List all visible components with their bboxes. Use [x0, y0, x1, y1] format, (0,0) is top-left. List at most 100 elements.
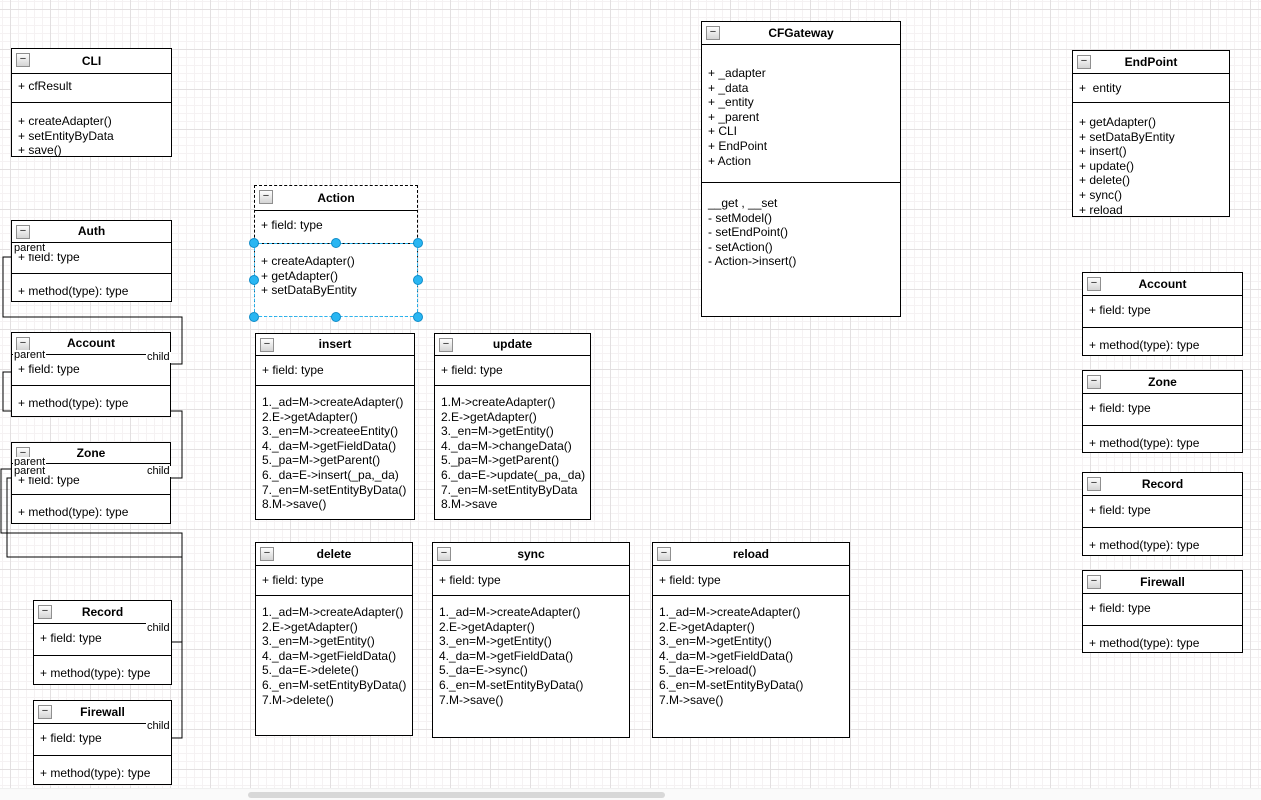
methods-compartment[interactable]: + createAdapter()+ setEntityByData+ save… [12, 103, 171, 156]
selection-handle[interactable] [331, 238, 341, 248]
class-title-bar-cfgateway[interactable]: −CFGateway [702, 22, 900, 45]
fields-compartment[interactable]: + field: type [12, 355, 170, 386]
collapse-icon[interactable]: − [16, 225, 30, 239]
fields-compartment[interactable]: + field: type [435, 356, 590, 386]
methods-compartment[interactable]: 1.M->createAdapter()2.E->getAdapter()3._… [435, 386, 590, 519]
fields-compartment[interactable]: + field: type [1083, 594, 1242, 626]
class-box-cli[interactable]: −CLI+ cfResult+ createAdapter()+ setEnti… [11, 48, 172, 157]
methods-compartment[interactable]: + method(type): type [34, 656, 171, 684]
class-box-zone-left[interactable]: −Zone+ field: type+ method(type): type [11, 442, 171, 524]
fields-compartment[interactable]: + field: type [12, 464, 170, 495]
methods-compartment[interactable]: + method(type): type [34, 756, 171, 784]
fields-compartment[interactable]: + field: type [34, 624, 171, 656]
methods-compartment[interactable]: 1._ad=M->createAdapter()2.E->getAdapter(… [653, 596, 849, 737]
collapse-icon[interactable]: − [657, 547, 671, 561]
class-title-bar-cli[interactable]: −CLI [12, 49, 171, 74]
class-title-bar-update[interactable]: −update [435, 334, 590, 356]
class-box-account-left[interactable]: −Account+ field: type+ method(type): typ… [11, 332, 171, 417]
class-box-auth[interactable]: −Auth+ field: type+ method(type): type [11, 220, 172, 302]
class-box-action[interactable]: −Action+ field: type+ createAdapter()+ g… [254, 185, 418, 317]
methods-compartment[interactable]: + method(type): type [12, 274, 171, 301]
collapse-icon[interactable]: − [16, 53, 30, 67]
class-box-firewall-right[interactable]: −Firewall+ field: type+ method(type): ty… [1082, 570, 1243, 653]
collapse-icon[interactable]: − [439, 338, 453, 352]
methods-compartment[interactable]: + method(type): type [1083, 528, 1242, 555]
selection-handle[interactable] [413, 312, 423, 322]
methods-compartment[interactable]: + method(type): type [12, 386, 170, 416]
collapse-icon[interactable]: − [1087, 575, 1101, 589]
methods-compartment[interactable]: __get , __set- setModel()- setEndPoint()… [702, 183, 900, 316]
class-title-bar-zone-left[interactable]: −Zone [12, 443, 170, 464]
selection-handle[interactable] [249, 312, 259, 322]
edge-label-parent[interactable]: parent [13, 456, 47, 468]
edge-zone-firewall[interactable] [6, 477, 183, 739]
edge-label-child[interactable]: child [146, 465, 171, 477]
collapse-icon[interactable]: − [437, 547, 451, 561]
class-title-bar-record-left[interactable]: −Record [34, 601, 171, 624]
class-box-record-left[interactable]: −Record+ field: type+ method(type): type [33, 600, 172, 685]
collapse-icon[interactable]: − [259, 190, 273, 204]
class-title-bar-firewall-left[interactable]: −Firewall [34, 701, 171, 724]
edge-label-parent[interactable]: parent [13, 465, 47, 477]
methods-compartment[interactable]: 1._ad=M->createAdapter()2.E->getAdapter(… [433, 596, 629, 737]
class-title-bar-sync[interactable]: −sync [433, 543, 629, 566]
fields-compartment[interactable]: + field: type [256, 566, 412, 596]
methods-compartment[interactable]: 1._ad=M->createAdapter()2.E->getAdapter(… [256, 596, 412, 735]
class-box-zone-right[interactable]: −Zone+ field: type+ method(type): type [1082, 370, 1243, 453]
collapse-icon[interactable]: − [1087, 477, 1101, 491]
selection-handle[interactable] [413, 238, 423, 248]
class-title-bar-record-right[interactable]: −Record [1083, 473, 1242, 496]
fields-compartment[interactable]: + field: type [653, 566, 849, 596]
class-box-account-right[interactable]: −Account+ field: type+ method(type): typ… [1082, 272, 1243, 356]
edge-label-child[interactable]: child [146, 720, 171, 732]
edge-label-parent[interactable]: parent [13, 349, 47, 361]
class-title-bar-auth[interactable]: −Auth [12, 221, 171, 243]
edge-zone-record[interactable] [0, 468, 183, 643]
collapse-icon[interactable]: − [38, 705, 52, 719]
edge-label-child[interactable]: child [146, 351, 171, 363]
class-box-firewall-left[interactable]: −Firewall+ field: type+ method(type): ty… [33, 700, 172, 785]
edge-auth-account[interactable] [2, 256, 183, 365]
methods-compartment[interactable]: 1._ad=M->createAdapter()2.E->getAdapter(… [256, 386, 414, 519]
selection-handle[interactable] [331, 312, 341, 322]
horizontal-scrollbar-thumb[interactable] [248, 792, 665, 798]
class-title-bar-action[interactable]: −Action [255, 186, 417, 211]
fields-compartment[interactable]: + field: type [256, 356, 414, 386]
class-title-bar-firewall-right[interactable]: −Firewall [1083, 571, 1242, 594]
fields-compartment[interactable]: + _adapter+ _data+ _entity+ _parent+ CLI… [702, 45, 900, 183]
class-title-bar-reload[interactable]: −reload [653, 543, 849, 566]
collapse-icon[interactable]: − [38, 605, 52, 619]
collapse-icon[interactable]: − [706, 26, 720, 40]
collapse-icon[interactable]: − [1087, 375, 1101, 389]
fields-compartment[interactable]: + field: type [1083, 296, 1242, 328]
fields-compartment[interactable]: + field: type [1083, 394, 1242, 426]
class-title-bar-endpoint[interactable]: −EndPoint [1073, 51, 1229, 74]
fields-compartment[interactable]: + cfResult [12, 74, 171, 103]
methods-compartment[interactable]: + method(type): type [1083, 328, 1242, 355]
selection-handle[interactable] [413, 275, 423, 285]
methods-compartment[interactable]: + createAdapter()+ getAdapter()+ setData… [255, 244, 417, 316]
selection-handle[interactable] [249, 275, 259, 285]
fields-compartment[interactable]: + field: type [1083, 496, 1242, 528]
edge-label-child[interactable]: child [146, 622, 171, 634]
methods-compartment[interactable]: + method(type): type [12, 495, 170, 523]
fields-compartment[interactable]: + field: type [433, 566, 629, 596]
class-box-record-right[interactable]: −Record+ field: type+ method(type): type [1082, 472, 1243, 556]
methods-compartment[interactable]: + method(type): type [1083, 426, 1242, 452]
collapse-icon[interactable]: − [1087, 277, 1101, 291]
fields-compartment[interactable]: + field: type [34, 724, 171, 756]
collapse-icon[interactable]: − [260, 547, 274, 561]
horizontal-scrollbar[interactable] [0, 788, 1261, 800]
class-title-bar-zone-right[interactable]: −Zone [1083, 371, 1242, 394]
selection-handle[interactable] [249, 238, 259, 248]
class-title-bar-delete[interactable]: −delete [256, 543, 412, 566]
class-title-bar-account-right[interactable]: −Account [1083, 273, 1242, 296]
methods-compartment[interactable]: + getAdapter()+ setDataByEntity+ insert(… [1073, 103, 1229, 216]
collapse-icon[interactable]: − [260, 338, 274, 352]
